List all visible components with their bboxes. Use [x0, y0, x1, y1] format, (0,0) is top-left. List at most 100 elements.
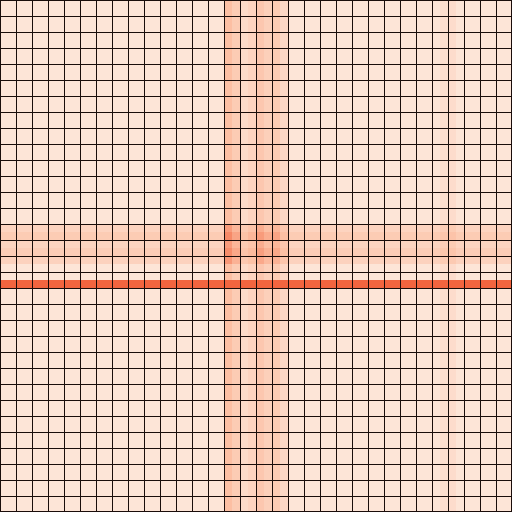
heatmap-cell — [432, 304, 441, 313]
heatmap-cell — [16, 472, 25, 481]
heatmap-cell — [344, 304, 353, 313]
heatmap-cell — [432, 96, 441, 105]
heatmap-cell — [360, 376, 369, 385]
heatmap-cell — [432, 64, 441, 73]
heatmap-cell — [232, 296, 241, 305]
heatmap-cell — [24, 432, 33, 441]
heatmap-cell — [248, 456, 257, 465]
heatmap-cell — [488, 440, 497, 449]
heatmap-cell — [168, 280, 177, 289]
heatmap-cell — [216, 464, 225, 473]
heatmap-cell — [416, 16, 425, 25]
heatmap-cell — [264, 48, 273, 57]
heatmap-cell — [472, 368, 481, 377]
heatmap-cell — [48, 160, 57, 169]
heatmap-cell — [400, 72, 409, 81]
heatmap-cell — [64, 32, 73, 41]
heatmap-cell — [432, 232, 441, 241]
heatmap-cell — [256, 152, 265, 161]
heatmap-cell — [208, 112, 217, 121]
heatmap-cell — [448, 408, 457, 417]
heatmap-cell — [344, 88, 353, 97]
heatmap-cell — [384, 488, 393, 497]
heatmap-cell — [88, 168, 97, 177]
heatmap-cell — [32, 176, 41, 185]
heatmap-cell — [464, 296, 473, 305]
heatmap-cell — [256, 176, 265, 185]
heatmap-cell — [376, 88, 385, 97]
heatmap-cell — [336, 104, 345, 113]
heatmap-cell — [416, 72, 425, 81]
heatmap-cell — [408, 240, 417, 249]
heatmap-cell — [176, 0, 185, 9]
heatmap-cell — [288, 256, 297, 265]
heatmap-cell — [400, 272, 409, 281]
heatmap-cell — [240, 304, 249, 313]
heatmap-cell — [224, 480, 233, 489]
heatmap-cell — [248, 136, 257, 145]
heatmap-cell — [128, 72, 137, 81]
heatmap-cell — [248, 504, 257, 512]
heatmap-cell — [160, 320, 169, 329]
heatmap-cell — [264, 56, 273, 65]
heatmap-cell — [448, 104, 457, 113]
heatmap-cell — [176, 8, 185, 17]
heatmap-cell — [232, 144, 241, 153]
heatmap-cell — [216, 80, 225, 89]
heatmap-cell — [240, 392, 249, 401]
heatmap-cell — [296, 184, 305, 193]
heatmap-cell — [320, 96, 329, 105]
heatmap-cell — [80, 112, 89, 121]
heatmap-cell — [416, 8, 425, 17]
heatmap-cell — [344, 232, 353, 241]
heatmap-cell — [56, 392, 65, 401]
heatmap-cell — [496, 56, 505, 65]
heatmap-cell — [360, 272, 369, 281]
heatmap-cell — [24, 56, 33, 65]
heatmap-cell — [72, 16, 81, 25]
heatmap-cell — [288, 416, 297, 425]
heatmap-cell — [296, 168, 305, 177]
heatmap-cell — [112, 128, 121, 137]
heatmap-cell — [392, 168, 401, 177]
heatmap-cell — [240, 184, 249, 193]
heatmap-cell — [400, 504, 409, 512]
heatmap-cell — [120, 272, 129, 281]
heatmap-cell — [448, 72, 457, 81]
heatmap-cell — [40, 416, 49, 425]
heatmap-cell — [120, 176, 129, 185]
heatmap-cell — [192, 248, 201, 257]
heatmap-cell — [80, 216, 89, 225]
heatmap-cell — [368, 0, 377, 9]
heatmap-cell — [272, 296, 281, 305]
heatmap-cell — [224, 152, 233, 161]
heatmap-cell — [272, 480, 281, 489]
heatmap-cell — [392, 32, 401, 41]
heatmap-cell — [200, 400, 209, 409]
heatmap-cell — [272, 208, 281, 217]
heatmap-cell — [160, 480, 169, 489]
heatmap-cell — [96, 80, 105, 89]
heatmap-cell — [224, 384, 233, 393]
heatmap-cell — [256, 0, 265, 9]
heatmap-cell — [496, 320, 505, 329]
heatmap-cell — [448, 16, 457, 25]
heatmap-cell — [272, 368, 281, 377]
heatmap-cell — [376, 408, 385, 417]
heatmap-cell — [328, 304, 337, 313]
heatmap-cell — [376, 264, 385, 273]
heatmap-cell — [296, 504, 305, 512]
heatmap-cell — [0, 480, 9, 489]
heatmap-cell — [392, 96, 401, 105]
heatmap-cell — [184, 56, 193, 65]
heatmap-cell — [504, 496, 512, 505]
heatmap-cell — [336, 32, 345, 41]
heatmap-cell — [408, 40, 417, 49]
heatmap-cell — [144, 352, 153, 361]
heatmap-cell — [120, 400, 129, 409]
heatmap-cell — [256, 392, 265, 401]
heatmap-cell — [16, 376, 25, 385]
heatmap-cell — [328, 496, 337, 505]
heatmap-cell — [416, 160, 425, 169]
heatmap-cell — [464, 352, 473, 361]
